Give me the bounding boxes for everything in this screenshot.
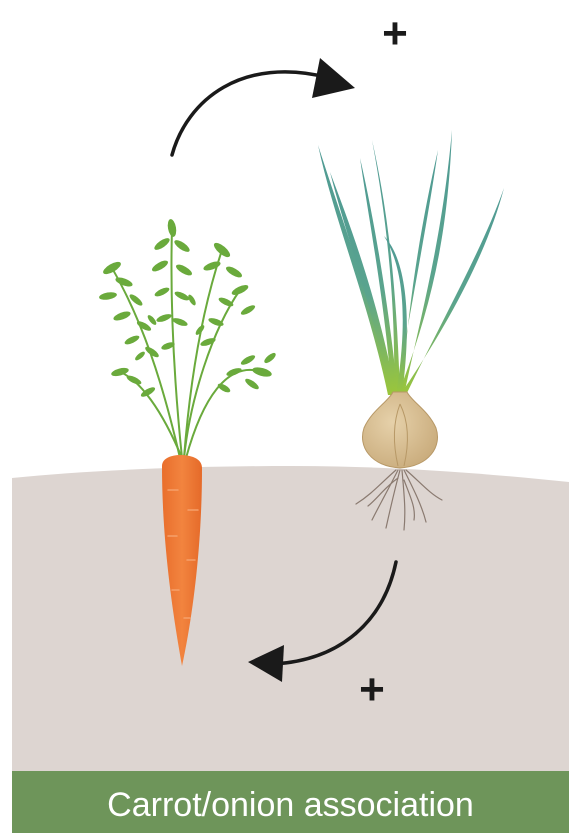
- caption-title: Carrot/onion association: [107, 788, 474, 822]
- caption-bar: Carrot/onion association: [12, 771, 569, 833]
- curved-arrow-right-icon: [172, 58, 355, 155]
- plus-sign-top: +: [382, 9, 408, 58]
- illustration: + +: [12, 0, 569, 771]
- carrot-onion-figure: + +: [12, 0, 569, 833]
- plus-sign-bottom: +: [359, 665, 385, 714]
- soil: [12, 466, 569, 771]
